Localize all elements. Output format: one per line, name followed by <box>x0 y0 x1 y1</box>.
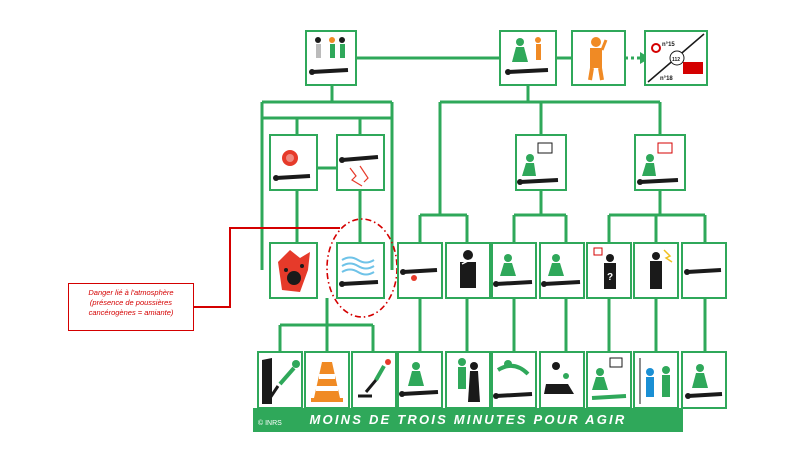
box-unknown-condition: ? <box>586 242 632 299</box>
timing-banner: MOINS DE TROIS MINUTES POUR AGIR <box>253 408 683 432</box>
box-remove-victim <box>257 351 303 409</box>
annotation-leader-line <box>194 227 340 308</box>
firefighters-number-label: n°18 <box>660 76 673 82</box>
extraction-icon <box>262 358 300 404</box>
pain-person-icon <box>650 249 673 289</box>
box-monitor-c <box>681 351 727 409</box>
compression-icon <box>399 362 439 397</box>
choking-person-icon <box>460 250 476 288</box>
cpr-icon <box>493 254 533 287</box>
traffic-cone-icon <box>311 362 343 402</box>
call-for-help-icon <box>588 37 608 81</box>
rescuer-pulling-icon <box>358 359 391 398</box>
box-evacuate <box>351 351 397 409</box>
european-number-label: 112 <box>672 57 680 63</box>
annotation-line-2: (présence de poussières <box>89 298 173 307</box>
box-examine <box>499 30 557 86</box>
box-lateral-position <box>539 351 585 409</box>
electrocution-icon <box>339 155 379 187</box>
box-protect <box>305 30 357 86</box>
seated-victim-icon <box>639 358 670 404</box>
box-mark-area <box>304 351 350 409</box>
box-monitor-a <box>586 351 632 409</box>
box-call <box>571 30 626 86</box>
lying-victim-icon <box>684 268 722 275</box>
annotation-line-1: Danger lié à l'atmosphère <box>88 288 174 297</box>
fire-victim-icon <box>273 150 311 181</box>
protect-alert-icon <box>309 37 349 75</box>
toxic-dust-icon <box>339 256 379 287</box>
box-defibrillator <box>491 351 537 409</box>
box-monitor-b <box>633 351 679 409</box>
samu-number-label: n°15 <box>662 42 675 48</box>
resuscitation-icon <box>493 360 533 399</box>
check-consciousness-icon <box>637 142 679 185</box>
box-compress <box>397 351 443 409</box>
box-unconscious <box>681 242 727 299</box>
bleeding-victim-icon <box>400 268 438 281</box>
box-cpr-b <box>539 242 585 299</box>
check-breathing-icon <box>517 142 559 185</box>
box-toxic-atmosphere <box>336 242 385 299</box>
monitor-victim-icon <box>591 357 627 400</box>
copyright-label: © INRS <box>258 420 282 427</box>
question-person-icon: ? <box>593 247 616 289</box>
box-bleeding <box>397 242 443 299</box>
box-check-breathing-b <box>634 134 686 191</box>
box-fire-danger <box>269 134 318 191</box>
box-pain <box>633 242 679 299</box>
box-cpr-a <box>491 242 537 299</box>
emergency-numbers-icon <box>647 33 705 83</box>
annotation-callout: Danger lié à l'atmosphère (présence de p… <box>68 283 194 331</box>
recovery-position-icon <box>544 362 574 394</box>
box-electric-danger <box>336 134 385 191</box>
annotation-line-3: cancérogènes = amiante) <box>88 308 174 317</box>
box-choking <box>445 242 491 299</box>
box-emergency-numbers: n°15 112 n°18 <box>644 30 708 86</box>
examine-victim-icon <box>505 37 549 75</box>
svg-text:?: ? <box>607 272 613 283</box>
box-back-blows <box>445 351 491 409</box>
explosion-icon <box>278 250 310 292</box>
recovery-check-icon <box>541 254 581 287</box>
back-blows-icon <box>458 358 480 402</box>
box-check-breathing-a <box>515 134 567 191</box>
final-monitor-icon <box>685 364 723 399</box>
box-fire-explosion <box>269 242 318 299</box>
connector-lines <box>260 56 707 352</box>
